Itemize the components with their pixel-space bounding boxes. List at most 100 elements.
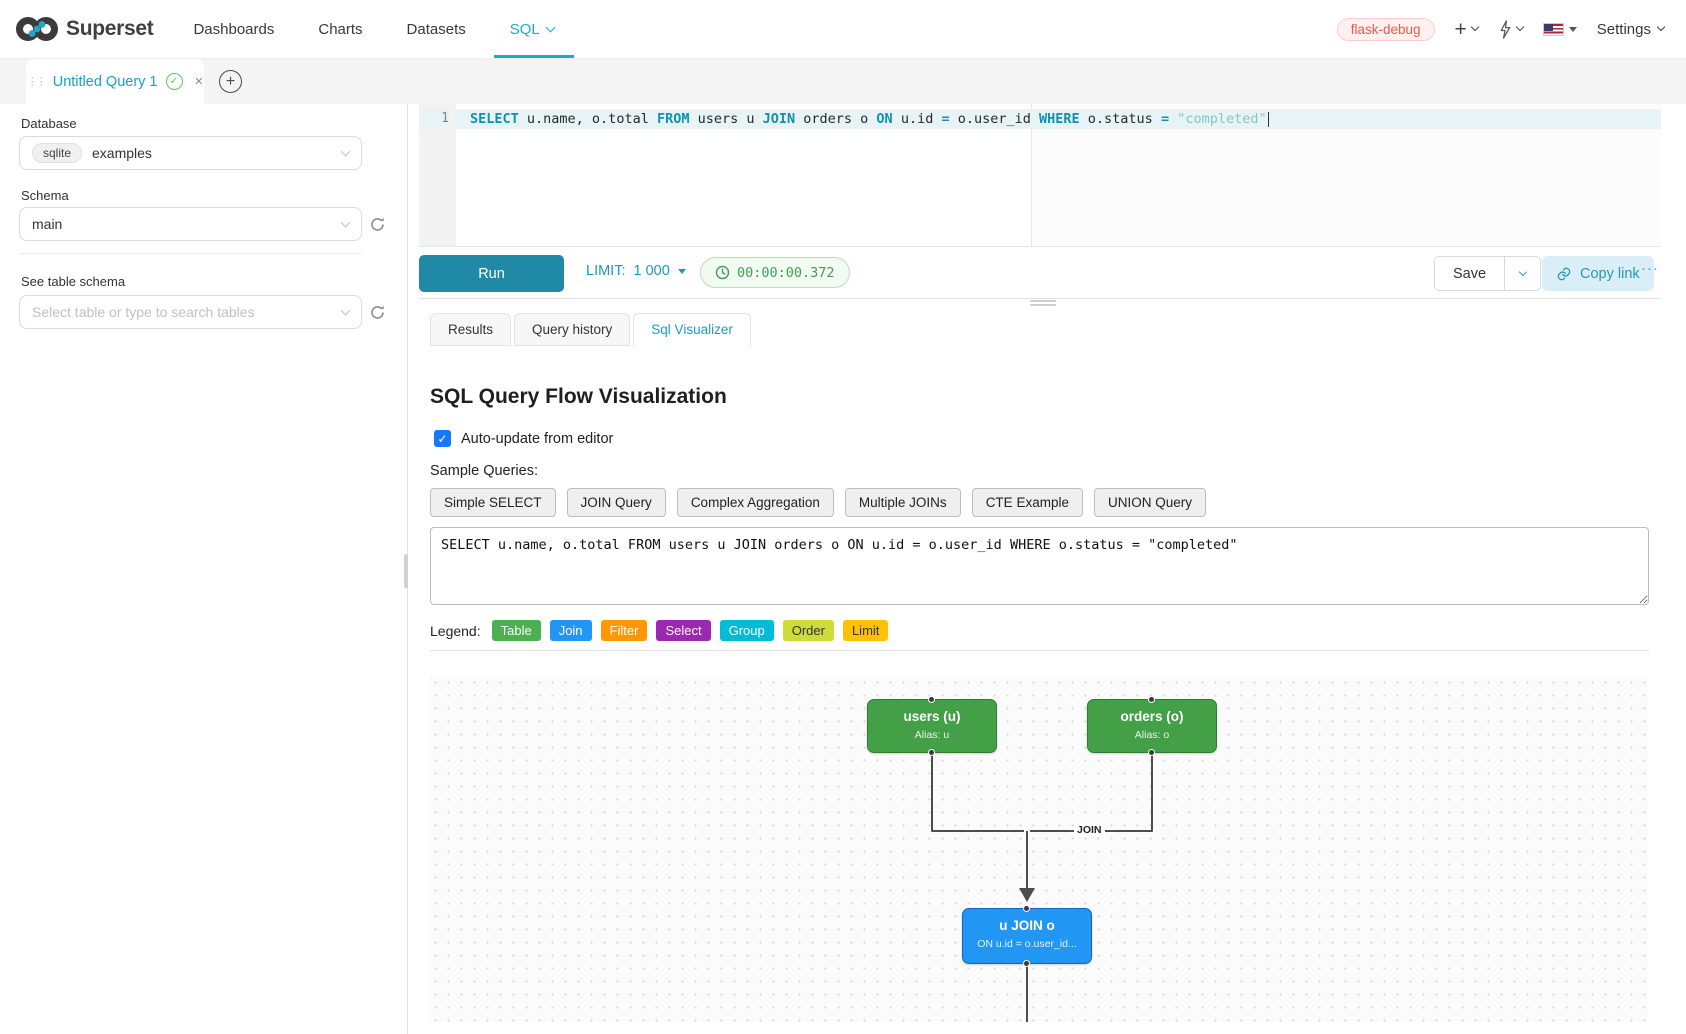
link-icon (1557, 267, 1571, 280)
node-title: users (u) (903, 709, 961, 724)
sample-union-query-button[interactable]: UNION Query (1093, 488, 1206, 517)
limit-dropdown[interactable]: LIMIT: 1 000 (586, 263, 686, 279)
environment-badge: flask-debug (1336, 17, 1435, 41)
schema-select[interactable]: main (19, 207, 362, 241)
clock-icon (715, 265, 730, 280)
legend-badge-limit: Limit (842, 620, 889, 641)
legend-badge-table: Table (491, 620, 541, 641)
legend-badge-filter: Filter (600, 620, 648, 641)
copy-link-button[interactable]: Copy link (1542, 256, 1654, 291)
node-handle[interactable] (1148, 696, 1155, 703)
schema-label: Schema (21, 188, 69, 203)
brand-name: Superset (66, 17, 154, 40)
database-label: Database (21, 116, 77, 131)
sample-join-query-button[interactable]: JOIN Query (566, 488, 666, 517)
main-nav: Dashboards Charts Datasets SQL (193, 0, 574, 58)
chevron-down-icon (340, 305, 351, 315)
query-text-input[interactable]: SELECT u.name, o.total FROM users u JOIN… (430, 527, 1649, 605)
saved-check-icon: ✓ (165, 73, 183, 90)
plus-icon: + (1454, 17, 1467, 41)
node-subtitle: Alias: u (914, 729, 950, 741)
database-select[interactable]: sqlite examples (19, 136, 362, 170)
node-handle[interactable] (1148, 749, 1155, 756)
sample-multiple-joins-button[interactable]: Multiple JOINs (844, 488, 961, 517)
pane-splitter-handle[interactable] (1030, 298, 1056, 308)
legend-badge-group: Group (719, 620, 774, 641)
sample-cte-example-button[interactable]: CTE Example (971, 488, 1083, 517)
nav-item-charts[interactable]: Charts (318, 20, 363, 38)
elapsed-timer: 00:00:00.372 (700, 257, 850, 288)
node-title: u JOIN o (999, 918, 1055, 933)
table-schema-label: See table schema (21, 274, 126, 289)
node-handle[interactable] (928, 696, 935, 703)
superset-logo-icon (16, 17, 58, 41)
flow-canvas[interactable]: JOIN users (u) Alias: u orders (o) Alias… (429, 676, 1648, 1022)
auto-update-checkbox-row[interactable]: ✓ Auto-update from editor (434, 430, 613, 447)
chevron-down-icon (1518, 267, 1527, 276)
query-tab-title: Untitled Query 1 (52, 73, 158, 90)
sql-code-line[interactable]: SELECT u.name, o.total FROM users u JOIN… (470, 109, 1270, 129)
lightning-icon (1500, 19, 1511, 39)
sample-simple-select-button[interactable]: Simple SELECT (430, 488, 556, 517)
superset-logo[interactable]: Superset (16, 14, 154, 44)
save-options-button[interactable] (1505, 256, 1542, 291)
drag-handle-icon[interactable]: ⋮⋮ (26, 76, 47, 88)
flow-node-users[interactable]: users (u) Alias: u (867, 696, 997, 756)
sample-queries-label: Sample Queries: (430, 463, 538, 479)
refresh-tables-icon[interactable] (369, 304, 386, 326)
table-select[interactable]: Select table or type to search tables (19, 295, 362, 329)
more-actions-button[interactable]: ··· (1641, 260, 1659, 277)
sidebar-divider (20, 253, 362, 254)
flow-node-orders[interactable]: orders (o) Alias: o (1087, 696, 1217, 756)
add-tab-button[interactable]: + (219, 70, 242, 93)
language-picker[interactable] (1542, 22, 1577, 36)
node-title: orders (o) (1120, 709, 1184, 724)
chevron-down-icon (340, 217, 351, 227)
save-split-button: Save (1434, 256, 1542, 291)
refresh-schema-icon[interactable] (369, 216, 386, 238)
flow-node-join[interactable]: u JOIN o ON u.id = o.user_id... (962, 905, 1092, 967)
nav-item-datasets[interactable]: Datasets (406, 20, 466, 38)
content-divider (430, 650, 1649, 651)
legend-badge-order: Order (782, 620, 834, 641)
top-navbar: Superset Dashboards Charts Datasets SQL … (0, 0, 1686, 59)
main-panel: 1 SELECT u.name, o.total FROM users u JO… (408, 104, 1686, 1034)
legend-badge-select: Select (656, 620, 711, 641)
auto-update-checkbox[interactable]: ✓ (434, 430, 451, 447)
nav-item-dashboards[interactable]: Dashboards (193, 20, 275, 38)
close-tab-icon[interactable]: × (194, 73, 204, 90)
run-button[interactable]: Run (419, 255, 564, 292)
sample-query-buttons: Simple SELECT JOIN Query Complex Aggrega… (430, 488, 1206, 517)
chevron-down-icon (340, 146, 351, 156)
editor-print-margin (1031, 104, 1661, 246)
schema-value: main (32, 216, 63, 232)
tab-sql-visualizer[interactable]: Sql Visualizer (633, 313, 751, 346)
sidebar-resize-handle[interactable] (404, 554, 408, 588)
editor-active-line (456, 109, 1661, 129)
node-handle[interactable] (928, 749, 935, 756)
query-search-dropdown[interactable] (1498, 19, 1525, 39)
node-subtitle: Alias: o (1134, 729, 1170, 741)
elapsed-time: 00:00:00.372 (737, 264, 835, 281)
settings-menu[interactable]: Settings (1597, 21, 1666, 38)
node-handle[interactable] (1023, 905, 1030, 912)
text-cursor (1267, 111, 1270, 127)
database-value: examples (92, 145, 152, 161)
tab-results[interactable]: Results (430, 313, 512, 346)
sql-editor[interactable]: 1 SELECT u.name, o.total FROM users u JO… (419, 104, 1661, 247)
sample-complex-aggregation-button[interactable]: Complex Aggregation (676, 488, 834, 517)
tab-query-history[interactable]: Query history (514, 313, 631, 346)
join-edge-label: JOIN (1074, 823, 1105, 837)
result-tabs: Results Query history Sql Visualizer (430, 313, 751, 346)
chevron-down-icon (1656, 22, 1666, 32)
table-select-placeholder: Select table or type to search tables (32, 304, 255, 320)
node-handle[interactable] (1023, 960, 1030, 967)
new-dropdown[interactable]: + (1454, 17, 1480, 41)
chevron-down-icon (1515, 22, 1525, 32)
query-tab-strip: ⋮⋮ Untitled Query 1 ✓ × + (0, 59, 1686, 104)
nav-item-sql[interactable]: SQL (493, 0, 574, 58)
query-tab-active[interactable]: ⋮⋮ Untitled Query 1 ✓ × (26, 59, 204, 104)
save-button[interactable]: Save (1434, 256, 1506, 291)
legend-label: Legend: (430, 622, 481, 639)
flow-edges (931, 753, 1153, 1022)
